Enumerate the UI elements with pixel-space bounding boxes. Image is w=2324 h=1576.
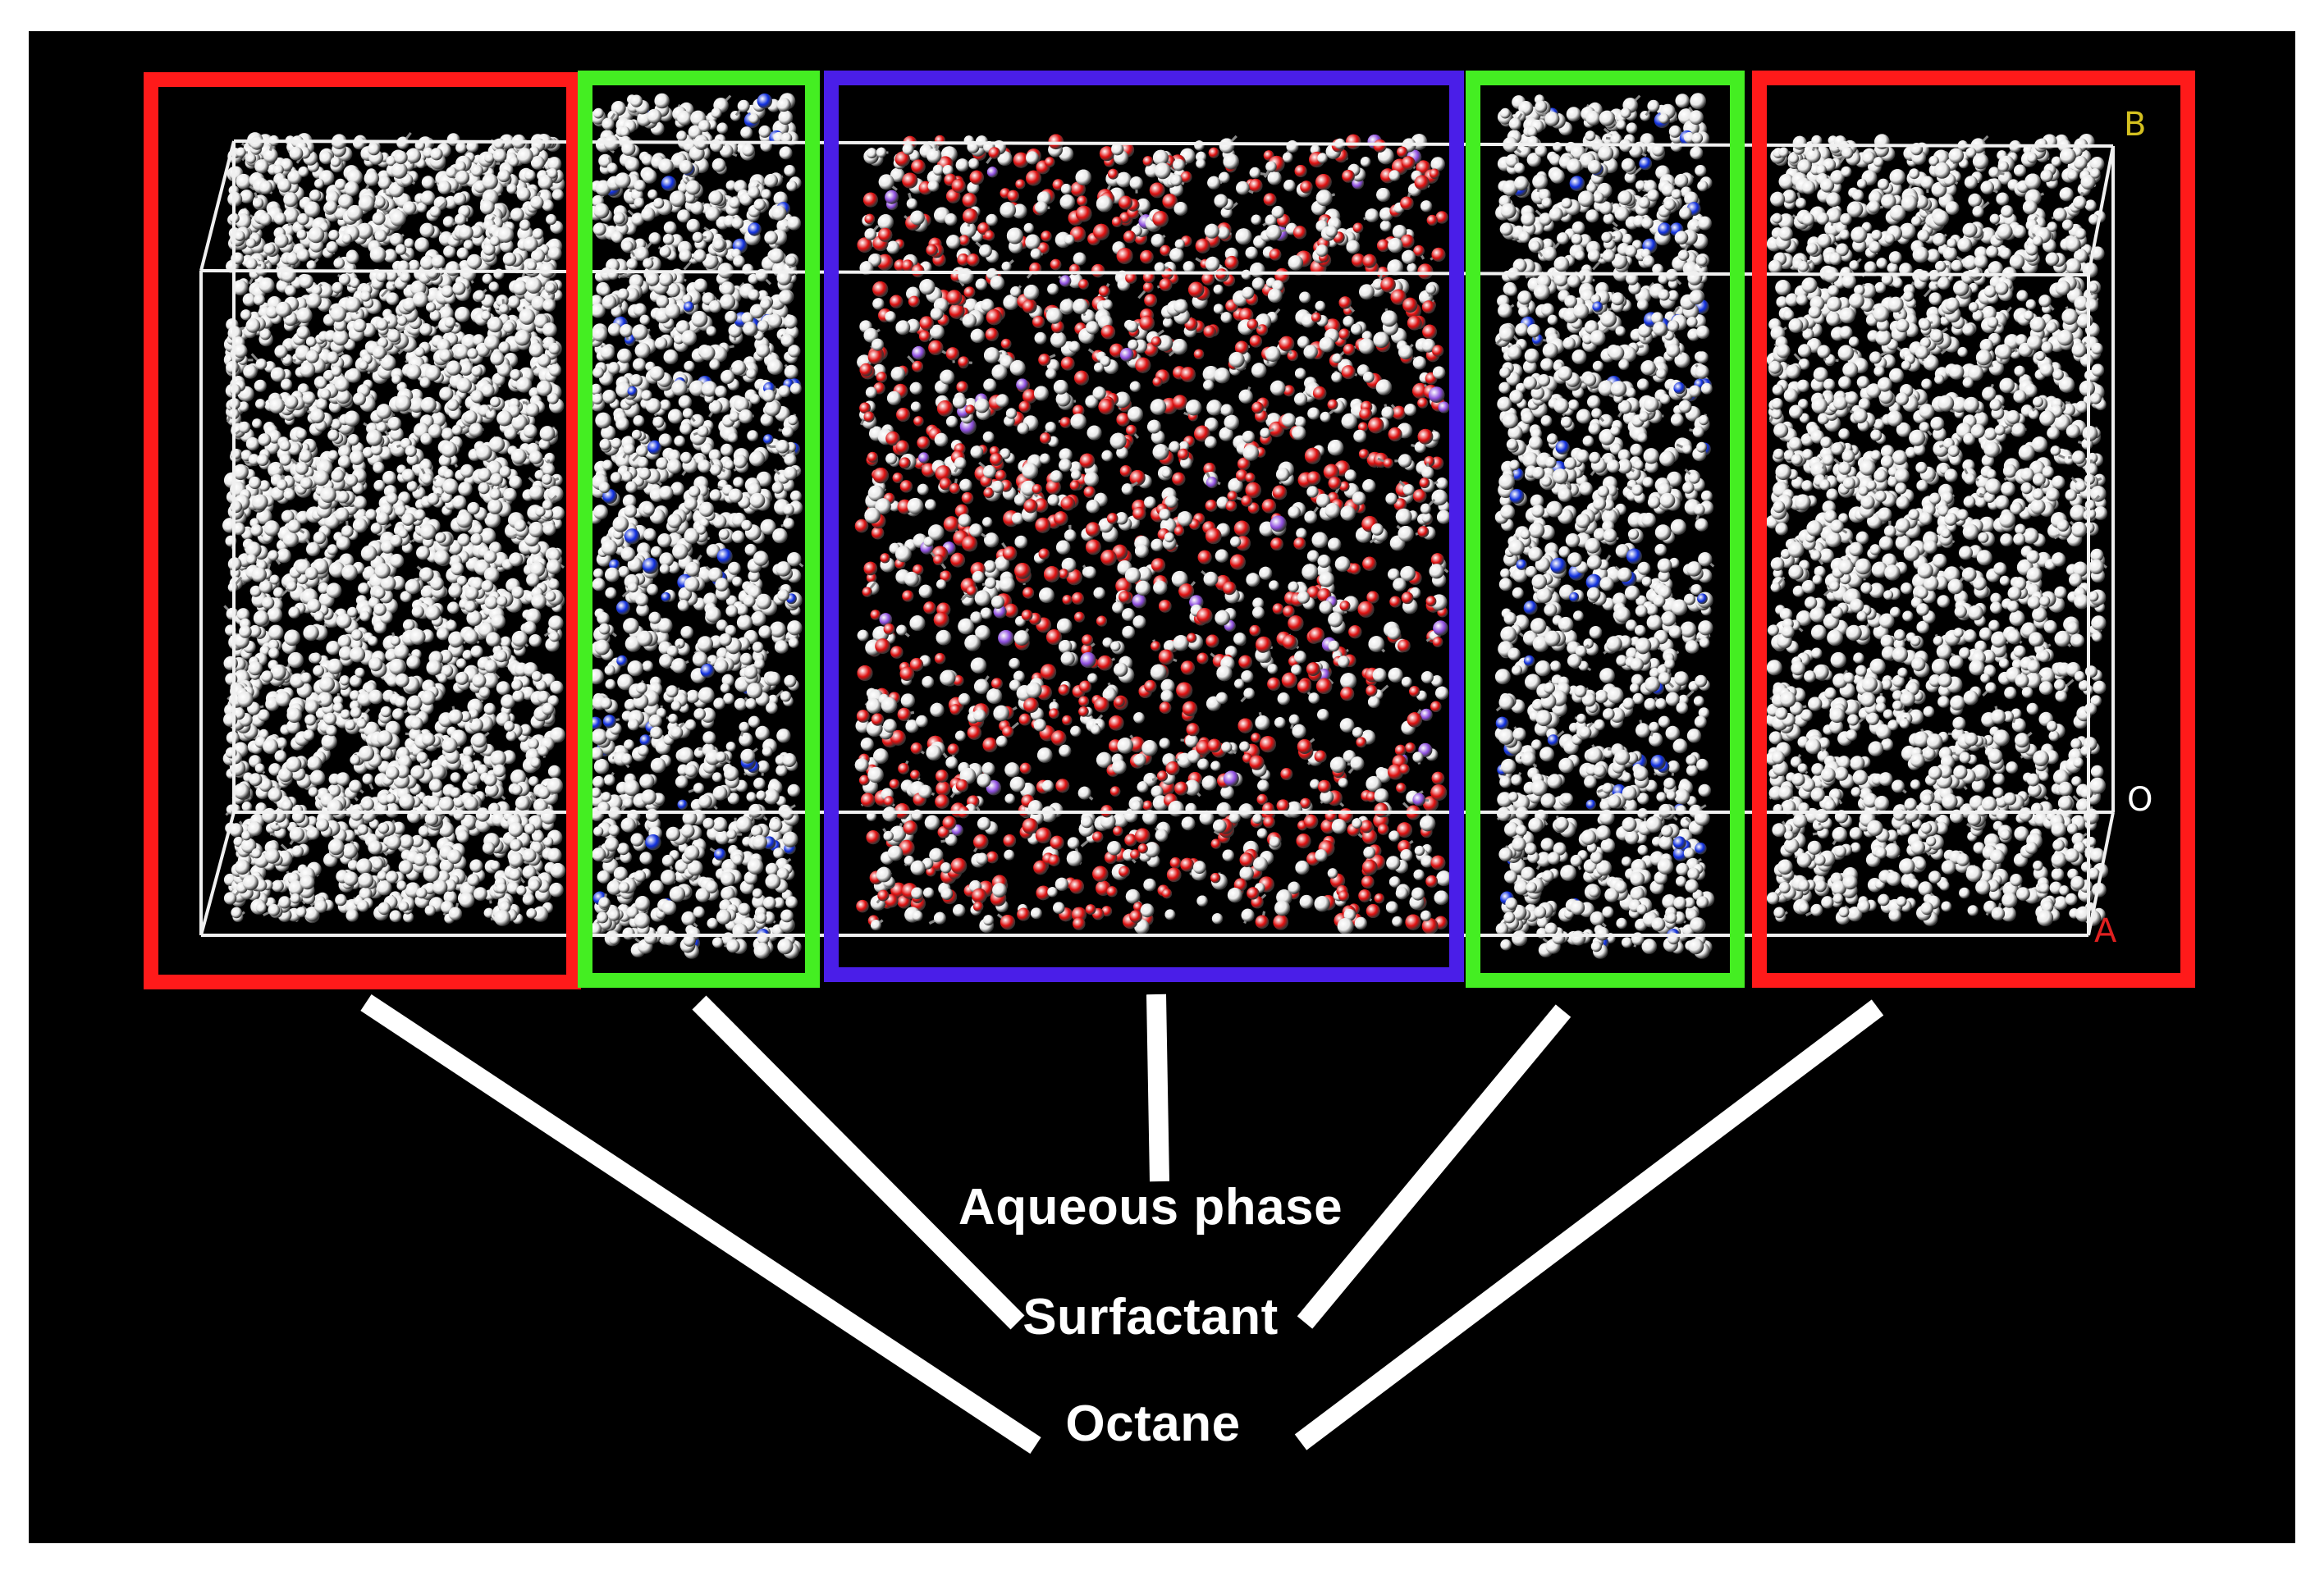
- axis-label-o: O: [2127, 781, 2152, 819]
- leader-aqueous: [1156, 994, 1160, 1181]
- label-aqueous-phase: Aqueous phase: [958, 1178, 1343, 1236]
- axis-label-b: B: [2124, 106, 2146, 144]
- label-octane: Octane: [1065, 1395, 1240, 1453]
- axis-label-a: A: [2094, 912, 2117, 950]
- label-surfactant: Surfactant: [1022, 1288, 1279, 1346]
